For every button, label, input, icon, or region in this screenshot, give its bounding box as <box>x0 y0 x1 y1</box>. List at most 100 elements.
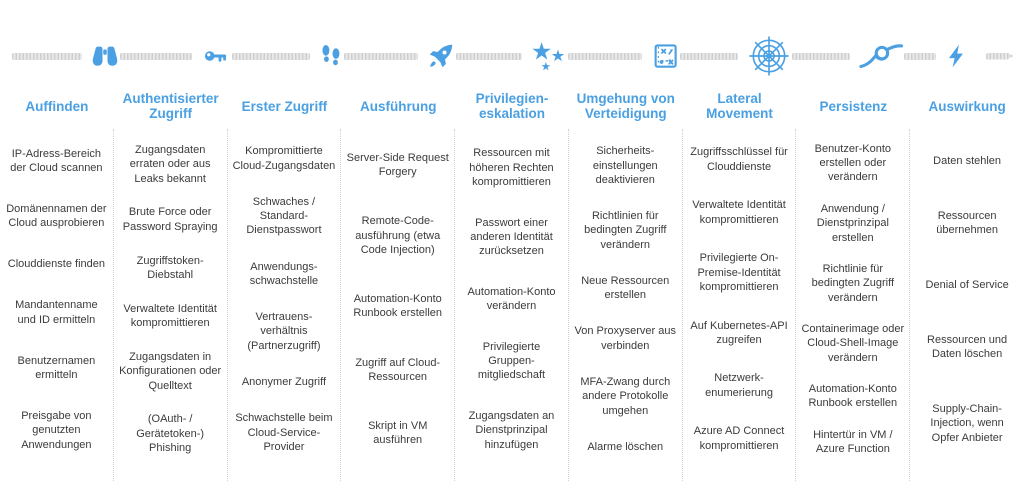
technique-item: Passwort einer anderen Identität zurücks… <box>470 216 553 258</box>
technique-item: Zugriffstoken-Diebstahl <box>136 254 204 281</box>
timeline-dash <box>792 52 850 60</box>
timeline-dash <box>232 52 310 60</box>
footprints-icon <box>322 45 340 66</box>
timeline-dash <box>12 52 82 60</box>
spider-web-icon <box>749 36 789 76</box>
technique-item: Denial of Service <box>925 278 1009 291</box>
technique-item: MFA-Zwang durch andere Protokolle umgehe… <box>580 376 671 417</box>
technique-item: Netzwerk-enumerierung <box>705 372 773 399</box>
timeline-cell-erster-zugriff <box>232 30 344 82</box>
phase-column-privilegieneskalation: Ressourcen mit höheren Rechten kompromit… <box>455 129 569 481</box>
technique-item: Hintertür in VM / Azure Function <box>813 428 893 456</box>
phase-header-row: Auffinden Authentisierter Zugriff Erster… <box>0 91 1024 121</box>
timeline-dash <box>904 52 936 60</box>
kill-chain-timeline <box>0 0 1024 82</box>
timeline-cell-auffinden <box>8 30 120 82</box>
technique-item: Anwendungs-schwachstelle <box>249 260 319 287</box>
phase-header-privilegieneskalation: Privilegien-eskalation <box>475 91 549 122</box>
technique-item: Kompromittierte Cloud-Zugangsdaten <box>232 145 336 172</box>
technique-item: Anonymer Zugriff <box>241 376 327 389</box>
phase-header-auswirkung: Auswirkung <box>928 98 1006 114</box>
technique-item: IP-Adress-Bereich der Cloud scannen <box>10 147 103 174</box>
technique-item: Supply-Chain-Injection, wenn Opfer Anbie… <box>930 402 1004 444</box>
timeline-dash <box>344 52 418 60</box>
technique-item: Schwachstelle beim Cloud-Service-Provide… <box>235 412 333 453</box>
technique-item: Zugriff auf Cloud-Ressourcen <box>355 356 441 383</box>
technique-item: Von Proxyserver aus verbinden <box>574 325 677 352</box>
technique-item: Zugangsdaten erraten oder aus Leaks beka… <box>129 144 211 185</box>
technique-item: Remote-Code-ausführung (etwa Code Inject… <box>355 215 441 256</box>
binoculars-icon <box>92 46 118 66</box>
timeline-dash <box>568 52 642 60</box>
technique-item: Preisgabe von genutzten Anwendungen <box>21 409 92 451</box>
timeline-arrow-dash <box>986 52 1014 60</box>
phase-header-erster-zugriff: Erster Zugriff <box>241 98 328 114</box>
technique-item: Anwendung / Dienstprinzipal erstellen <box>816 202 889 244</box>
technique-item: Mandantenname und ID ermitteln <box>15 299 98 326</box>
timeline-cell-authentisierter-zugriff <box>120 30 232 82</box>
timeline-cell-lateral-movement <box>680 30 792 82</box>
phase-header-lateral-movement: Lateral Movement <box>706 91 773 122</box>
technique-item: Automation-Konto Runbook erstellen <box>808 383 898 410</box>
timeline-dash <box>680 52 738 60</box>
technique-item: Neue Ressourcen erstellen <box>581 274 670 302</box>
technique-item: Verwaltete Identität kompromittieren <box>123 302 217 330</box>
timeline-cell-privilegieneskalation <box>456 30 568 82</box>
technique-item: Automation-Konto verändern <box>467 285 556 313</box>
lightning-icon <box>948 44 963 68</box>
timeline-cell-persistenz <box>792 30 904 82</box>
timeline-dash <box>120 52 192 60</box>
technique-item: Brute Force oder Password Spraying <box>122 206 218 233</box>
technique-item: Auf Kubernetes-API zugreifen <box>690 319 788 346</box>
phase-header-ausfuehrung: Ausführung <box>359 98 437 114</box>
phase-header-umgehung-von-verteidigung: Umgehung von Verteidigung <box>576 91 675 122</box>
technique-item: Sicherheits-einstellungen deaktivieren <box>592 145 658 186</box>
technique-item: Benutzernamen ermitteln <box>17 354 96 381</box>
technique-item: Privilegierte Gruppen-mitgliedschaft <box>477 340 546 382</box>
technique-item: Zugriffsschlüssel für Clouddienste <box>690 146 788 173</box>
technique-item: Schwaches / Standard-Dienstpasswort <box>246 195 322 237</box>
technique-item: Ressourcen und Daten löschen <box>927 333 1008 360</box>
technique-item: Verwaltete Identität kompromittieren <box>692 199 786 226</box>
technique-item: Alarme löschen <box>587 440 664 453</box>
technique-item: Zugangsdaten an Dienstprinzipal hinzufüg… <box>468 410 555 451</box>
technique-item: Vertrauens-verhältnis (Partnerzugriff) <box>247 311 321 352</box>
timeline-cell-auswirkung <box>904 30 1016 82</box>
technique-item: Ressourcen übernehmen <box>936 209 998 236</box>
technique-item: Ressourcen mit höheren Rechten kompromit… <box>469 147 554 188</box>
technique-item: Privilegierte On-Premise-Identität kompr… <box>697 252 781 293</box>
technique-item: (OAuth- / Gerätetoken-) Phishing <box>136 413 205 455</box>
technique-item: Richtlinie für bedingten Zugriff verände… <box>811 263 894 304</box>
key-icon <box>204 51 227 62</box>
technique-item: Automation-Konto Runbook erstellen <box>353 293 443 320</box>
technique-item: Domänennamen der Cloud ausprobieren <box>6 202 107 230</box>
technique-item: Azure AD Connect kompromittieren <box>693 425 785 452</box>
technique-item: Benutzer-Konto erstellen oder verändern <box>814 142 892 184</box>
stars-icon <box>532 42 565 71</box>
phase-header-authentisierter-zugriff: Authentisierter Zugriff <box>122 91 219 122</box>
phase-header-auffinden: Auffinden <box>25 98 89 114</box>
timeline-cell-umgehung-von-verteidigung <box>568 30 680 82</box>
rocket-icon <box>429 44 453 68</box>
technique-item: Richtlinien für bedingten Zugriff veränd… <box>584 210 667 251</box>
timeline-cell-ausfuehrung <box>344 30 456 82</box>
technique-item: Containerimage oder Cloud-Shell-Image ve… <box>801 323 905 364</box>
phase-column-authentisierter-zugriff: Zugangsdaten erraten oder aus Leaks beka… <box>114 129 228 481</box>
phase-header-persistenz: Persistenz <box>819 98 888 114</box>
technique-item: Skript in VM ausführen <box>368 420 428 447</box>
technique-item: Daten stehlen <box>933 154 1002 167</box>
playbook-icon <box>654 44 677 68</box>
technique-item: Clouddienste finden <box>7 258 105 271</box>
knot-icon <box>859 44 904 69</box>
technique-item: Zugangsdaten in Konfigurationen oder Que… <box>119 350 222 392</box>
timeline-dash <box>456 52 522 60</box>
